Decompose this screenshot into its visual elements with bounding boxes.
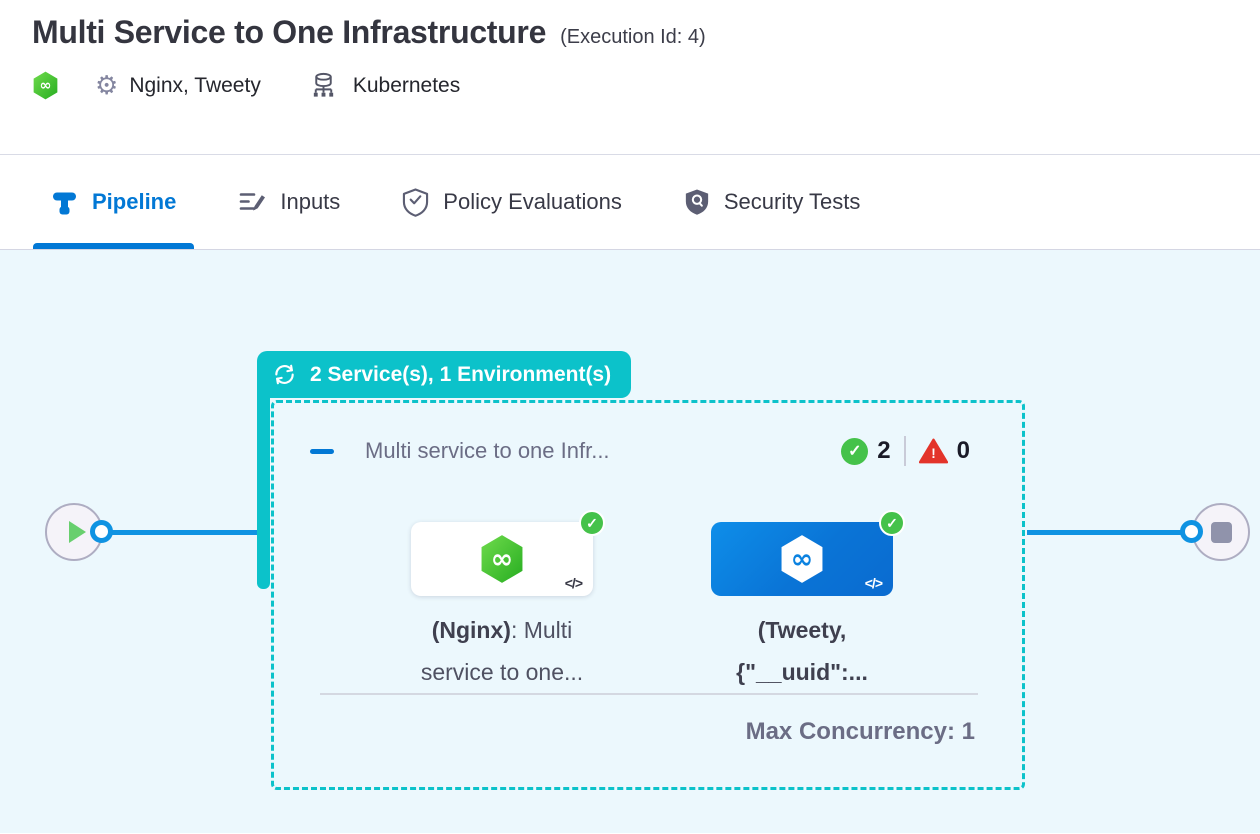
code-icon: </>	[564, 575, 583, 591]
execution-id: (Execution Id: 4)	[560, 26, 706, 48]
tab-label: Policy Evaluations	[443, 189, 622, 214]
pipeline-icon	[51, 189, 78, 216]
tab-bar: Pipeline Inputs Policy Evaluations	[0, 155, 1260, 250]
pipeline-canvas: 2 Service(s), 1 Environment(s) Multi ser…	[0, 250, 1260, 833]
harness-service-icon: ∞	[779, 534, 825, 584]
svg-text:∞: ∞	[491, 544, 514, 575]
infrastructure-icon	[309, 71, 338, 100]
tab-inputs[interactable]: Inputs	[220, 155, 358, 249]
security-shield-icon	[684, 188, 710, 216]
service-name-line1: (Tweety,	[757, 617, 847, 643]
service-card-nginx[interactable]: ∞ </> ✓	[411, 510, 605, 596]
tab-label: Pipeline	[92, 189, 177, 214]
code-icon: </>	[864, 575, 883, 591]
max-concurrency-label: Max Concurrency: 1	[745, 718, 975, 745]
gear-icon: ⚙	[95, 70, 119, 101]
service-name-bold: (Nginx)	[431, 617, 511, 643]
stage-divider	[320, 693, 978, 695]
loop-services-badge[interactable]: 2 Service(s), 1 Environment(s)	[257, 351, 632, 398]
tab-security-tests[interactable]: Security Tests	[666, 155, 879, 249]
inputs-icon	[238, 188, 266, 216]
tab-label: Inputs	[280, 189, 341, 214]
loop-icon	[272, 362, 297, 387]
service-label-nginx: (Nginx): Multi service to one...	[362, 609, 642, 693]
start-connector-dot	[90, 520, 113, 543]
svg-text:!: !	[931, 446, 936, 461]
stage-status-counts: ✓ 2 ! 0	[841, 436, 970, 466]
policy-check-shield-icon	[402, 187, 429, 217]
cd-module-icon: ∞	[32, 71, 59, 100]
service-name-rest: : Multi	[510, 617, 573, 643]
failed-count: 0	[956, 437, 970, 464]
harness-service-icon: ∞	[479, 534, 525, 584]
service-label-tweety: (Tweety, {"__uuid":...	[662, 609, 942, 693]
count-divider	[903, 436, 906, 466]
success-check-icon: ✓	[841, 437, 869, 465]
collapse-minus-icon[interactable]	[310, 448, 334, 454]
play-icon	[68, 521, 86, 543]
tab-label: Security Tests	[723, 189, 861, 214]
tab-pipeline[interactable]: Pipeline	[33, 155, 195, 249]
header-meta-row: ∞ ⚙ Nginx, Tweety Kubernetes	[32, 71, 1260, 100]
title-row: Multi Service to One Infrastructure (Exe…	[32, 0, 1260, 51]
success-badge-icon: ✓	[879, 510, 905, 536]
services-list: Nginx, Tweety	[129, 73, 261, 97]
stage-group-box[interactable]: Multi service to one Infr... ✓ 2 ! 0	[271, 400, 1025, 790]
stop-icon	[1210, 521, 1232, 543]
svg-text:∞: ∞	[39, 78, 51, 94]
warning-triangle-icon: !	[918, 438, 948, 464]
page-title: Multi Service to One Infrastructure	[32, 14, 547, 50]
service-name-line2: {"__uuid":...	[736, 659, 868, 685]
success-count: 2	[877, 437, 891, 464]
edge-left	[102, 530, 266, 535]
infrastructure-name: Kubernetes	[352, 73, 461, 97]
loop-badge-label: 2 Service(s), 1 Environment(s)	[310, 362, 612, 386]
stage-group-header: Multi service to one Infr... ✓ 2 ! 0	[310, 436, 970, 466]
edge-right	[1027, 530, 1187, 535]
service-name-line2: service to one...	[420, 659, 584, 685]
end-connector-dot	[1180, 520, 1203, 543]
success-badge-icon: ✓	[579, 510, 605, 536]
svg-text:∞: ∞	[791, 544, 814, 575]
service-card-tweety[interactable]: ∞ </> ✓	[711, 510, 905, 596]
stage-group-title: Multi service to one Infr...	[365, 438, 610, 463]
page-header: Multi Service to One Infrastructure (Exe…	[0, 0, 1260, 155]
tab-policy-evaluations[interactable]: Policy Evaluations	[384, 155, 640, 249]
loop-left-strip	[257, 398, 270, 589]
